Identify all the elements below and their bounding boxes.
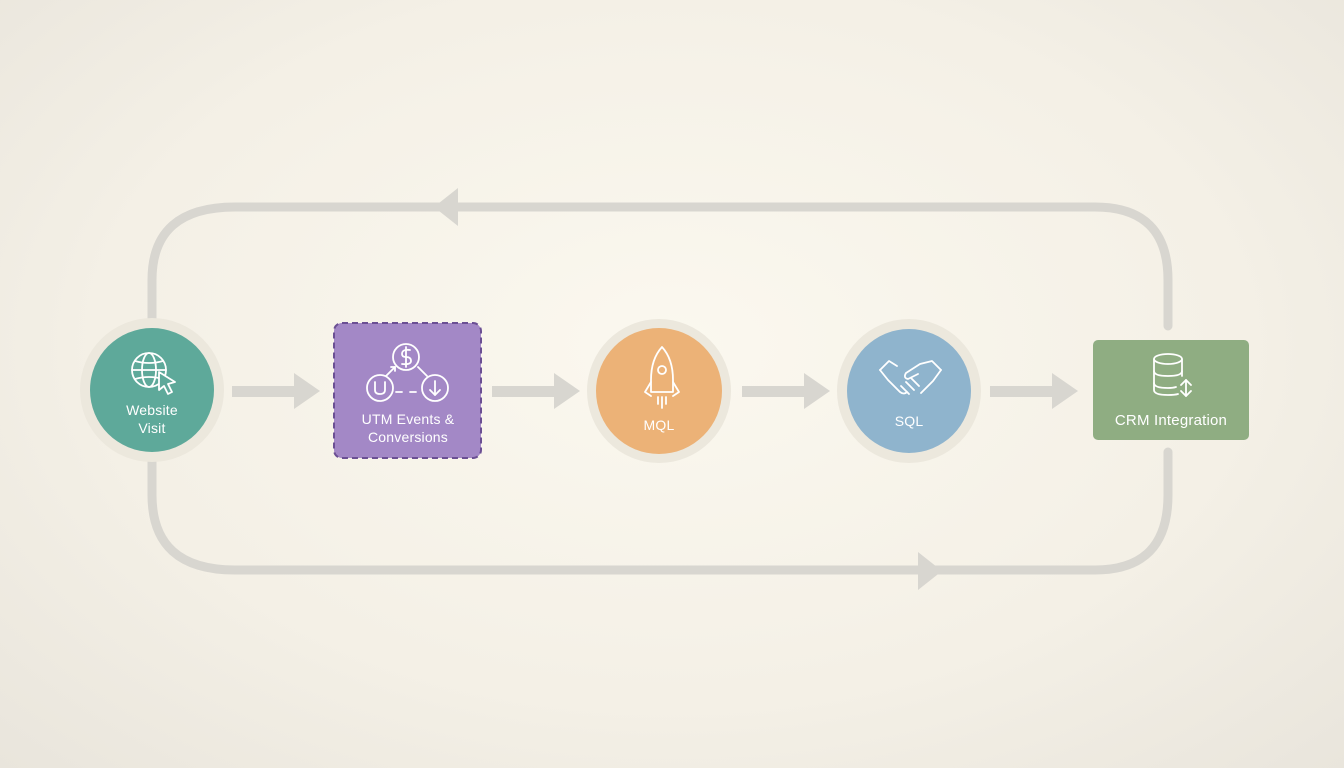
website-visit-label-line2: Visit <box>138 420 166 436</box>
arrow-mql-to-sql <box>742 373 830 409</box>
top-loop-arrowhead <box>434 188 458 226</box>
arrow-sql-to-crm <box>990 373 1078 409</box>
conversion-flow-icon <box>366 343 449 402</box>
utm-events-label-line2: Conversions <box>367 429 448 445</box>
crm-label: CRM Integration <box>1114 412 1228 429</box>
database-icon <box>1153 353 1192 397</box>
website-visit-label-line1: Website <box>126 402 178 418</box>
utm-events-label: UTM Events & Conversions <box>338 409 478 447</box>
utm-events-label-line1: UTM Events & <box>361 411 455 427</box>
bottom-loop-arrowhead <box>918 552 942 590</box>
arrow-utm-to-mql <box>492 373 580 409</box>
top-loop-connector <box>147 202 1173 331</box>
mql-label: MQL <box>643 417 675 433</box>
rocket-icon <box>644 346 680 409</box>
bottom-loop-connector <box>147 447 1173 575</box>
globe-cursor-icon <box>131 352 176 395</box>
sql-node <box>837 319 981 463</box>
website-visit-label: Website Visit <box>102 400 202 438</box>
mql-node <box>587 319 731 463</box>
crm-node <box>1093 340 1249 440</box>
handshake-icon <box>879 360 942 395</box>
sql-label: SQL <box>894 413 924 429</box>
utm-events-node <box>333 322 482 459</box>
website-visit-node <box>80 318 224 462</box>
arrow-visit-to-utm <box>232 373 320 409</box>
